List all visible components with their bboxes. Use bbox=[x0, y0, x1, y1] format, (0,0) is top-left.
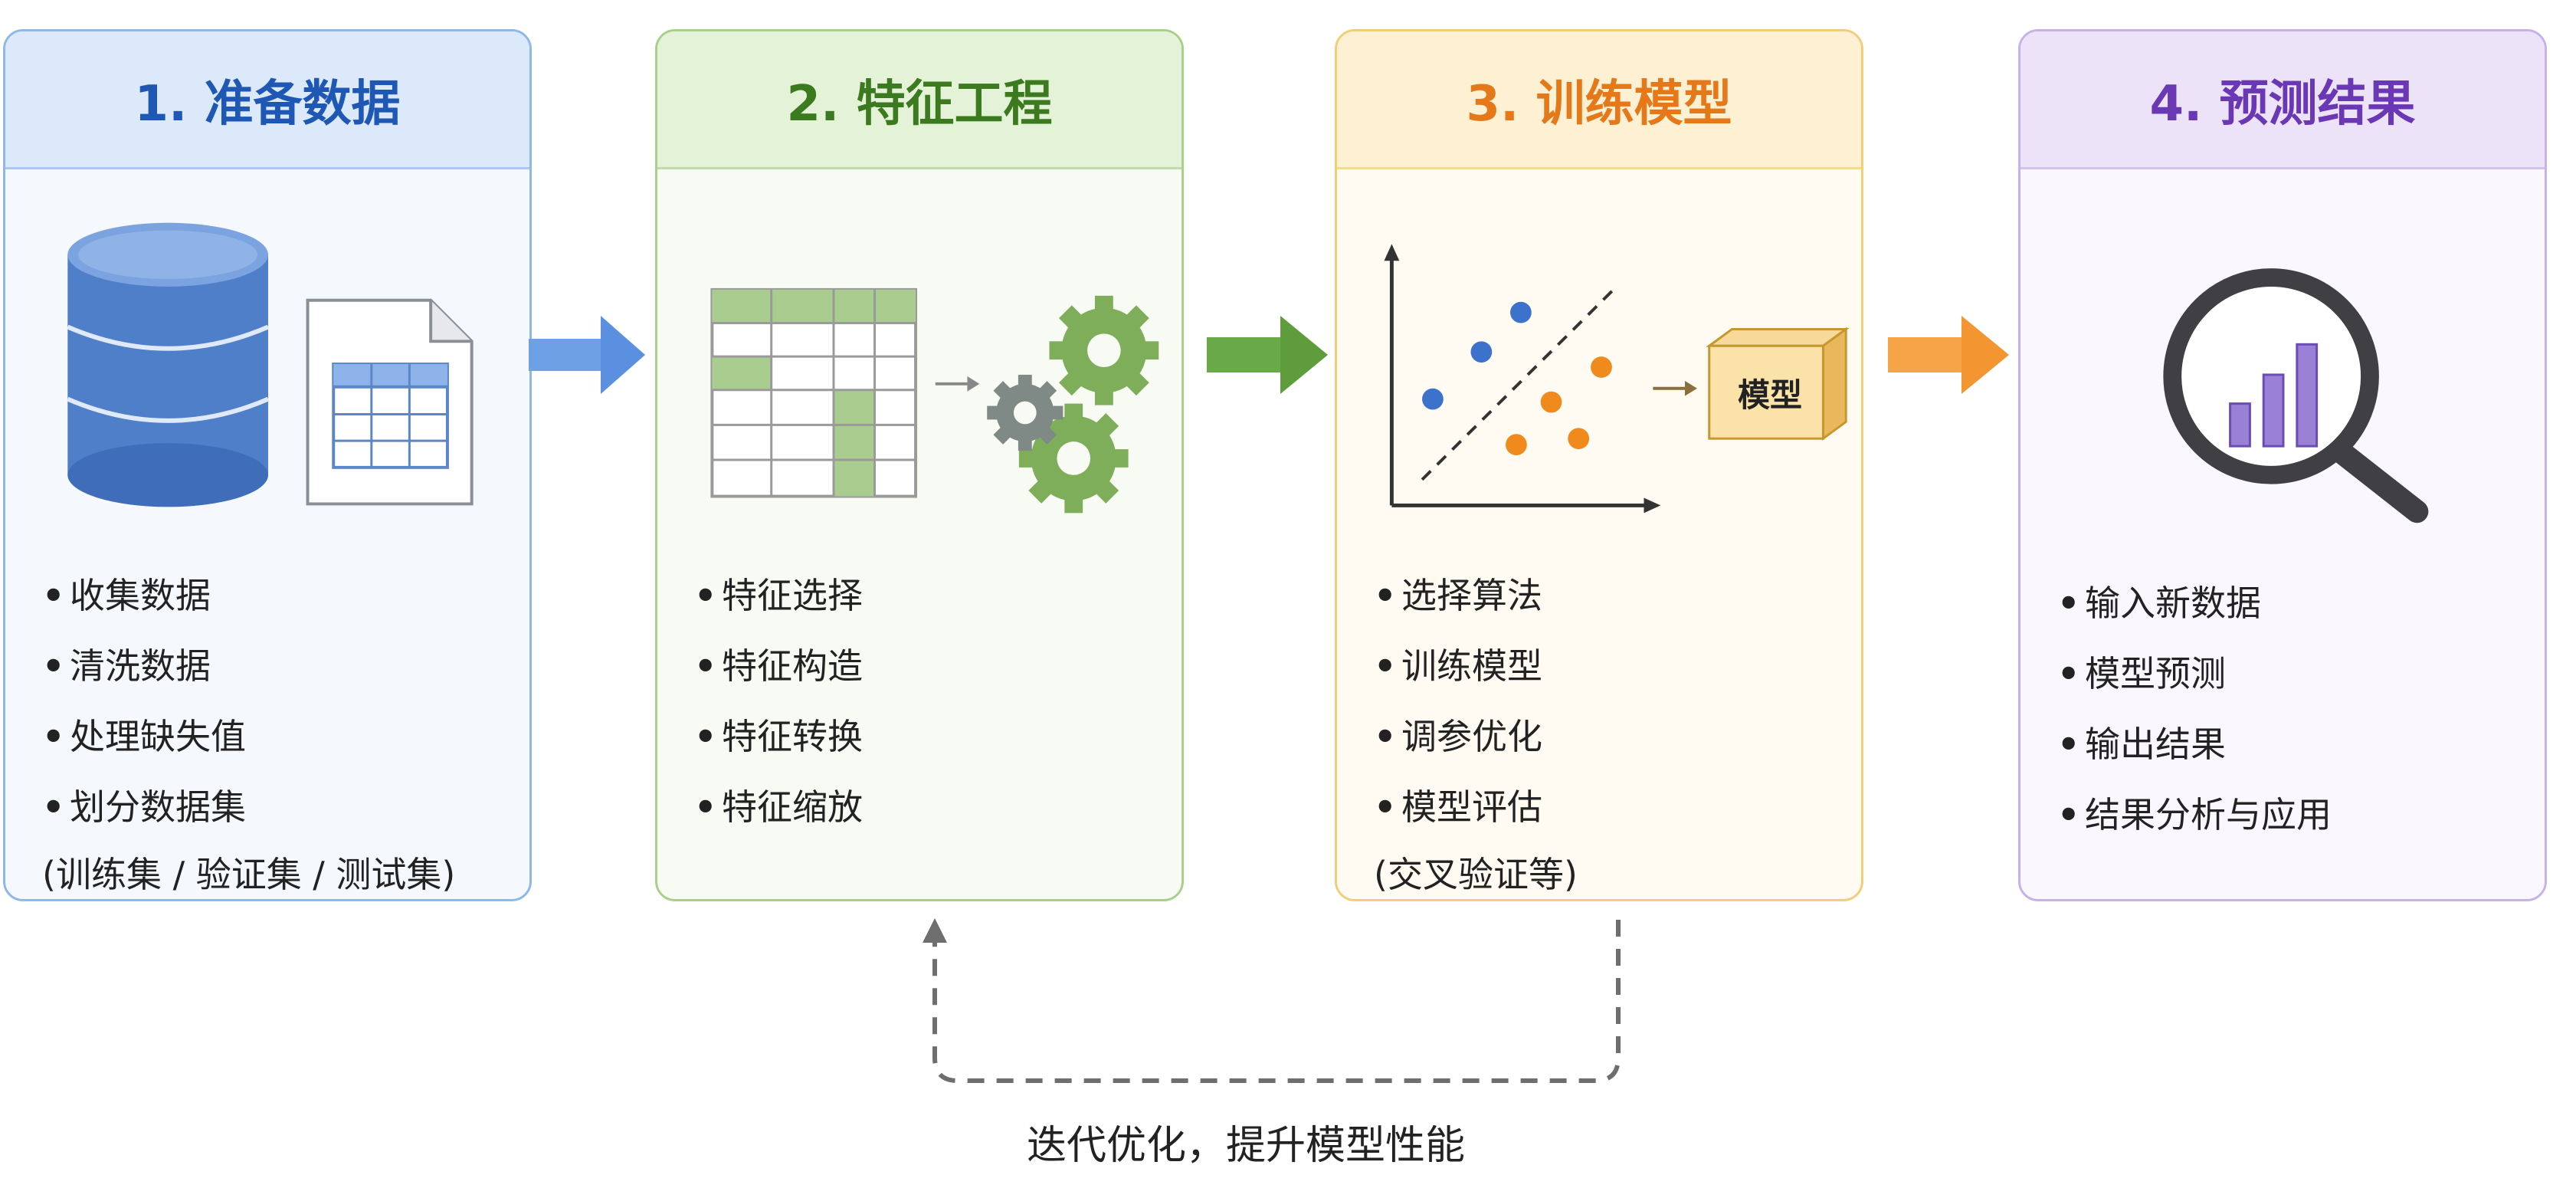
list-item: •特征选择 bbox=[694, 575, 863, 616]
list-item: •输出结果 bbox=[2057, 724, 2226, 765]
step-title: 4. 预测结果 bbox=[2020, 31, 2545, 169]
list-item: •特征构造 bbox=[694, 645, 863, 687]
list-item: •模型预测 bbox=[2057, 653, 2226, 694]
list-item: •选择算法 bbox=[1374, 575, 1542, 616]
spreadsheet-icon bbox=[306, 298, 474, 506]
magnifier-chart-icon bbox=[2163, 268, 2429, 523]
step-card-predict-results: 4. 预测结果 •输入新数据 •模型预测 •输出结果 •结果分析与应用 bbox=[2018, 29, 2547, 901]
list-item: •处理缺失值 bbox=[42, 716, 246, 757]
step-items: •收集数据 •清洗数据 •处理缺失值 •划分数据集 (训练集 / 验证集 / 测… bbox=[42, 560, 456, 899]
table-icon bbox=[332, 363, 449, 469]
gears-icon bbox=[987, 295, 1159, 514]
list-item: •训练模型 bbox=[1374, 645, 1542, 687]
step-items: •输入新数据 •模型预测 •输出结果 •结果分析与应用 bbox=[2057, 568, 2332, 850]
arrow-right-icon bbox=[529, 316, 645, 394]
list-item: •划分数据集 bbox=[42, 786, 246, 828]
step-card-prepare-data: 1. 准备数据 bbox=[3, 29, 532, 901]
list-item: •调参优化 bbox=[1374, 716, 1542, 757]
database-icon bbox=[67, 222, 270, 507]
step-title: 2. 特征工程 bbox=[657, 31, 1181, 169]
model-box-label: 模型 bbox=[1737, 376, 1802, 414]
arrow-right-icon bbox=[1888, 316, 2009, 394]
model-cube-icon bbox=[1706, 327, 1850, 441]
list-note: (交叉验证等) bbox=[1374, 854, 1578, 895]
list-item: •特征转换 bbox=[694, 716, 863, 757]
arrow-right-icon bbox=[1207, 316, 1328, 394]
scatter-plot-icon bbox=[1384, 244, 1697, 514]
list-item: •清洗数据 bbox=[42, 645, 211, 687]
list-item: •结果分析与应用 bbox=[2057, 794, 2332, 835]
list-item: •输入新数据 bbox=[2057, 583, 2261, 624]
step-items: •选择算法 •训练模型 •调参优化 •模型评估 (交叉验证等) bbox=[1374, 560, 1578, 899]
list-item: •收集数据 bbox=[42, 575, 211, 616]
step-items: •特征选择 •特征构造 •特征转换 •特征缩放 bbox=[694, 560, 863, 842]
list-item: •模型评估 bbox=[1374, 786, 1542, 828]
feedback-label: 迭代优化，提升模型性能 bbox=[1027, 1123, 1466, 1169]
step-title: 3. 训练模型 bbox=[1337, 31, 1861, 169]
step-card-feature-engineering: 2. 特征工程 bbox=[655, 29, 1184, 901]
list-item: •特征缩放 bbox=[694, 786, 863, 828]
list-note: (训练集 / 验证集 / 测试集) bbox=[42, 854, 456, 895]
table-icon bbox=[710, 287, 980, 498]
step-card-train-model: 3. 训练模型 bbox=[1335, 29, 1863, 901]
step-title: 1. 准备数据 bbox=[5, 31, 529, 169]
